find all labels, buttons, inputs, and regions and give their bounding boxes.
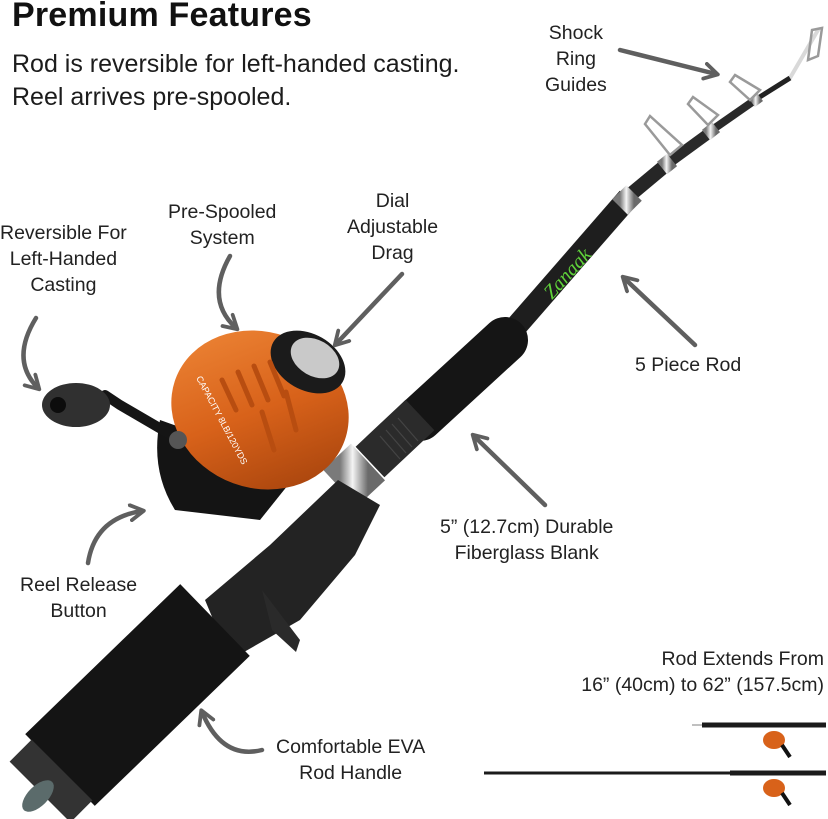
reel-seat	[205, 480, 380, 660]
callout-shock-ring-guides: Shock Ring Guides	[545, 22, 607, 96]
rear-handle	[25, 584, 250, 806]
arrow-fiberglass	[470, 432, 548, 508]
callout-arrows	[21, 47, 720, 754]
callout-five-piece: 5 Piece Rod	[635, 354, 742, 376]
arrow-pre-spooled	[216, 253, 240, 332]
trigger	[262, 590, 300, 652]
arrow-dial-drag	[332, 271, 405, 348]
callout-dial-drag: Dial Adjustable Drag	[347, 190, 439, 264]
arrow-five-piece	[620, 274, 698, 348]
rod-blank-sections	[491, 28, 820, 353]
spincast-reel: CAPACITY 8LB/120YDS	[42, 330, 349, 520]
callout-extends: Rod Extends From 16” (40cm) to 62” (157.…	[581, 648, 824, 696]
callout-eva-handle: Comfortable EVA Rod Handle	[276, 736, 426, 784]
reel-handle-knob	[42, 383, 110, 427]
arrow-shock-ring	[617, 47, 720, 81]
rod-length-comparison	[484, 722, 826, 807]
page-subtitle: Rod is reversible for left-handed castin…	[12, 50, 460, 111]
arrow-reversible	[21, 315, 42, 392]
foregrip	[397, 317, 528, 441]
callout-reel-release: Reel Release Button	[20, 574, 138, 622]
page-title: Premium Features	[12, 0, 312, 34]
arrow-reel-release	[85, 503, 146, 566]
callout-reversible: Reversible For Left-Handed Casting	[0, 222, 127, 296]
shock-ring-guides	[643, 26, 824, 157]
callout-fiberglass: 5” (12.7cm) Durable Fiberglass Blank	[440, 516, 614, 564]
callout-pre-spooled: Pre-Spooled System	[168, 201, 277, 249]
arrow-eva-handle	[197, 708, 265, 754]
